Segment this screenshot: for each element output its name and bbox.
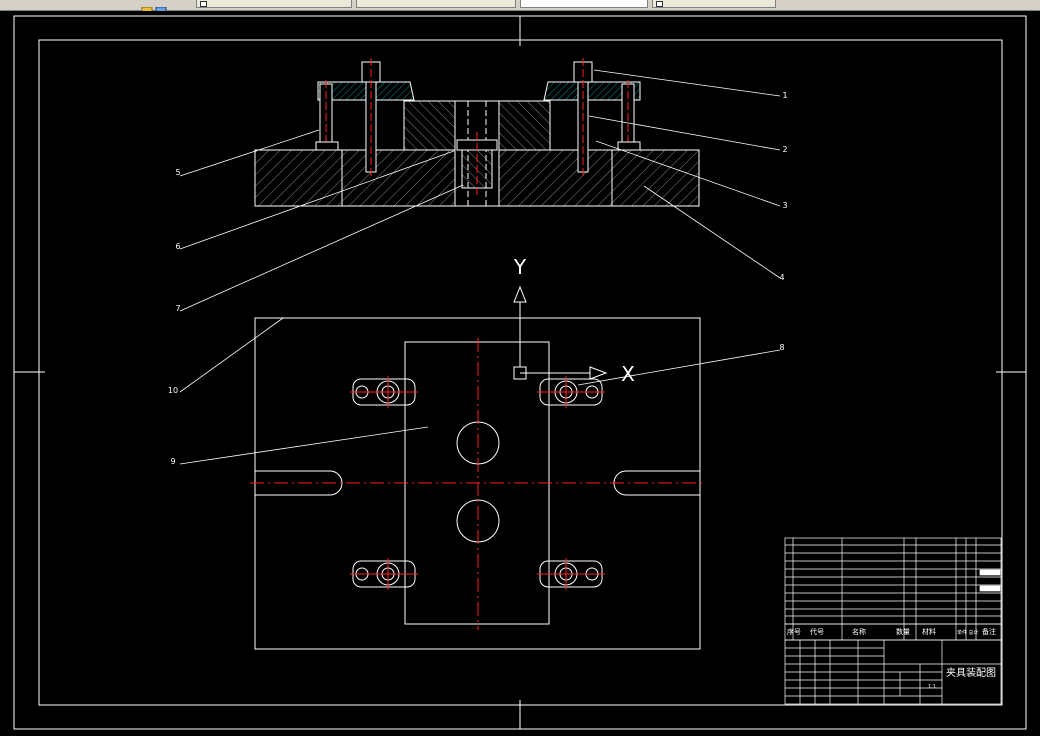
scale-value: 1:1 [928,684,936,690]
document-tab-bar [0,0,1040,15]
header-qty: 数量 [896,627,910,636]
callout-3: 3 [782,201,787,210]
tab-drawing-2[interactable] [356,0,516,8]
callout-4: 4 [779,273,784,282]
clamp-set-top-left [350,376,418,408]
callout-6: 6 [175,242,180,251]
title-block: 序号 代号 名称 数量 材料 单件 总计 备注 1:1 夹具装配图 [784,537,1002,705]
callout-5: 5 [175,168,180,177]
cad-model-space[interactable]: Y X 1 2 3 4 5 6 7 8 9 10 [0,11,1040,732]
clamp-set-bottom-right [537,558,605,590]
clamp-set-bottom-left [350,558,418,590]
callout-9: 9 [170,457,175,466]
header-code: 代号 [810,627,824,636]
drawing-file-icon [200,1,207,7]
toolbar-icons[interactable] [140,0,188,15]
tab-drawing-1[interactable] [196,0,352,8]
tab-drawing-3[interactable] [520,0,648,8]
ucs-x-label: X [621,362,635,386]
cad-drawing: Y X 1 2 3 4 5 6 7 8 9 10 [13,15,1027,730]
balloon-callouts: 1 2 3 4 5 6 7 8 9 10 [168,69,788,466]
drawing-title: 夹具装配图 [946,666,996,679]
callout-7: 7 [175,304,180,313]
callout-8: 8 [779,343,784,352]
header-remark: 备注 [982,627,996,636]
tab-drawing-4[interactable] [652,0,776,8]
callout-10: 10 [168,386,178,395]
clamp-set-top-right [537,376,605,408]
ucs-y-label: Y [513,255,527,279]
ucs-icon: Y X [513,255,635,386]
header-material: 材料 [922,627,936,636]
callout-1: 1 [782,91,787,100]
drawing-file-icon [656,1,663,7]
header-weight: 单件 总计 [957,629,979,636]
front-section-view [254,58,700,207]
header-name: 名称 [852,627,866,636]
header-no: 序号 [787,627,801,636]
callout-2: 2 [782,145,787,154]
drawing-frame [13,15,1027,730]
plan-view [250,317,705,650]
